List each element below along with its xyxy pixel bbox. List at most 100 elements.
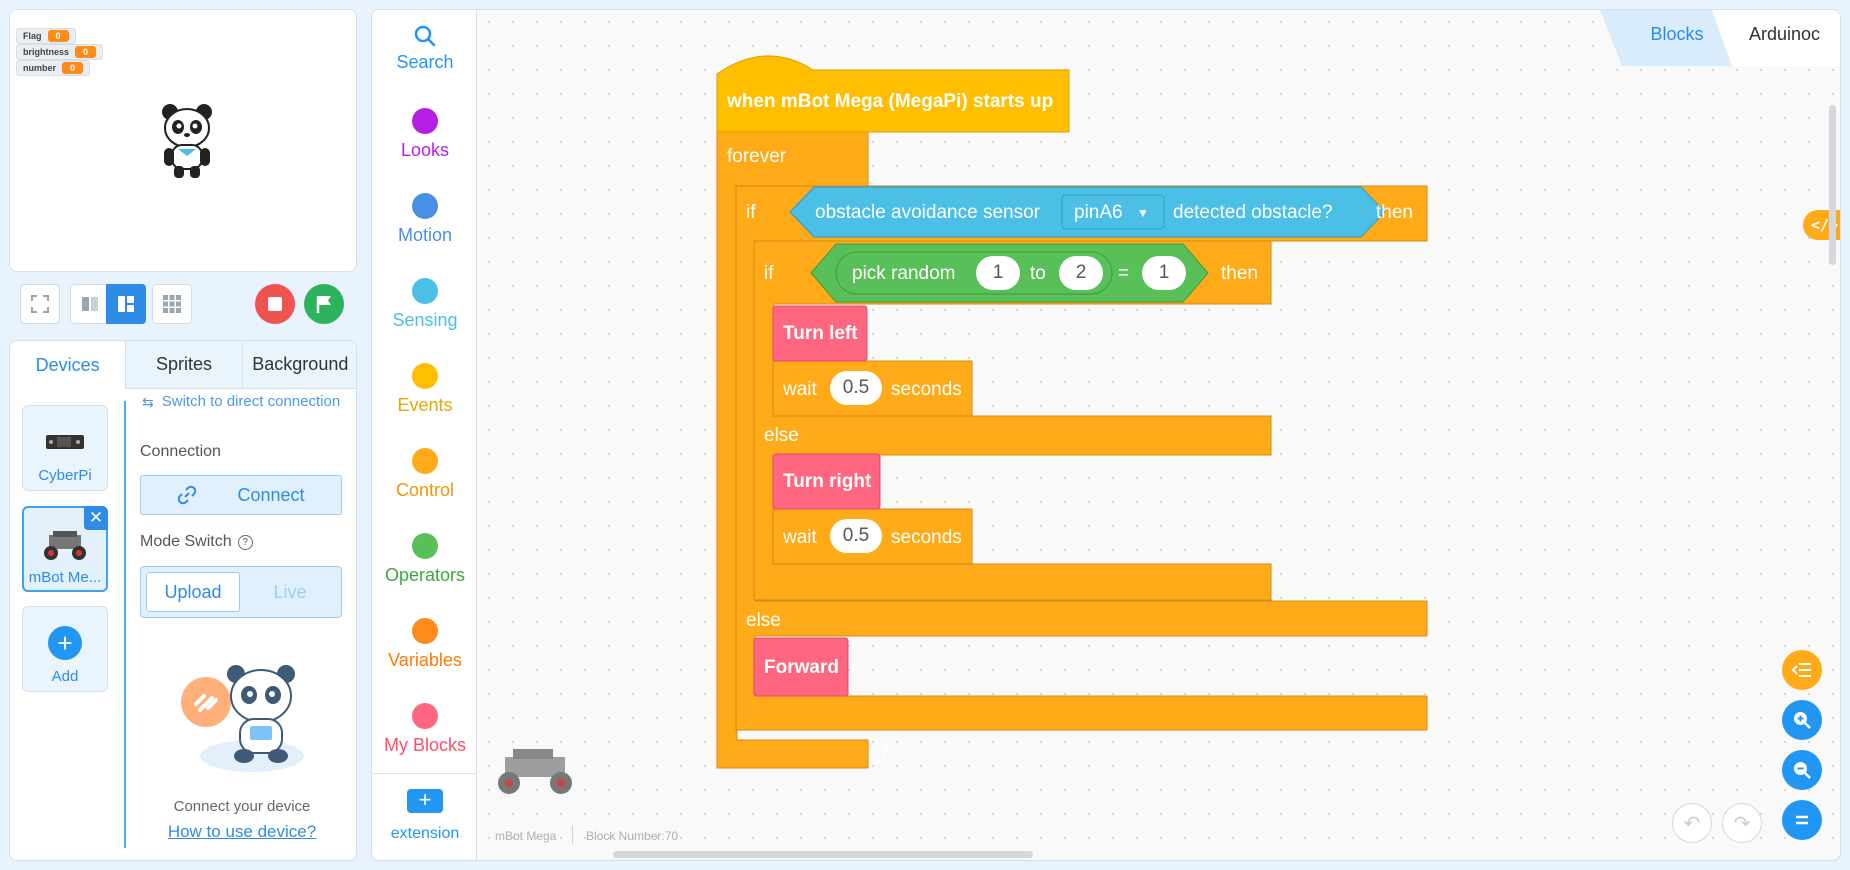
panda-sprite[interactable]	[160, 102, 216, 182]
tab-blocks[interactable]: Blocks	[1650, 24, 1704, 44]
if-else-outer-shape	[735, 185, 1428, 731]
device-card-cyberpi[interactable]: CyberPi	[22, 405, 108, 491]
small-stage-button[interactable]	[70, 284, 110, 324]
wait-label[interactable]: wait	[783, 527, 817, 548]
grid-icon	[163, 295, 181, 313]
zoom-reset-button[interactable]	[1782, 800, 1822, 840]
grid-layout-button[interactable]	[152, 284, 192, 324]
variable-value: 0	[62, 62, 84, 74]
add-icon: +	[48, 626, 82, 660]
switch-icon: ⇆	[142, 394, 154, 410]
link-icon	[178, 485, 197, 505]
tab-arduinoc[interactable]: Arduinoc	[1749, 24, 1821, 44]
dropdown-arrow-icon[interactable]: ▼	[1137, 206, 1149, 220]
mbot-mega-icon	[44, 531, 86, 560]
add-device-button[interactable]: + Add	[22, 606, 108, 692]
sensor-label[interactable]: obstacle avoidance sensor	[815, 202, 1040, 223]
category-events[interactable]: Events	[372, 363, 478, 416]
if-label-inner[interactable]: if	[764, 263, 774, 284]
category-control[interactable]: Control	[372, 448, 478, 501]
to-label: to	[1030, 263, 1046, 284]
fullscreen-icon	[31, 295, 49, 313]
connect-button[interactable]: Connect	[140, 475, 342, 515]
redo-button[interactable]: ↷	[1722, 803, 1762, 843]
device-name: CyberPi	[38, 467, 92, 484]
then-label: then	[1376, 202, 1413, 223]
fullscreen-button[interactable]	[20, 284, 60, 324]
mode-live-button[interactable]: Live	[273, 581, 307, 602]
tab-background[interactable]: Background	[241, 341, 356, 389]
category-motion[interactable]: Motion	[372, 193, 478, 246]
connect-hint: Connect your device	[173, 798, 311, 815]
random-from-input[interactable]: 1	[976, 256, 1020, 290]
category-label: Sensing	[392, 310, 458, 330]
zoom-out-icon	[1794, 762, 1811, 779]
mode-upload-button[interactable]: Upload	[146, 572, 240, 612]
view-tabs-bg	[1600, 10, 1840, 66]
variable-value: 0	[47, 30, 69, 42]
forward-shape	[753, 637, 849, 697]
undo-button[interactable]: ↶	[1672, 803, 1712, 843]
horizontal-scrollbar[interactable]	[613, 851, 1033, 858]
block-number-status: Block Number:70	[586, 829, 679, 843]
random-to-input[interactable]: 2	[1059, 256, 1103, 290]
collapse-panel-button[interactable]	[1782, 650, 1822, 690]
connect-label: Connect	[237, 484, 305, 505]
script-blocks-canvas	[716, 55, 1428, 769]
category-variables[interactable]: Variables	[372, 618, 478, 671]
wait-label[interactable]: wait	[783, 379, 817, 400]
cyberpi-icon	[46, 435, 84, 449]
normal-stage-icon	[118, 296, 134, 312]
pick-random-shape	[835, 251, 1113, 295]
device-name: mBot Me...	[28, 569, 102, 586]
device-card-mbot-mega[interactable]: ✕ mBot Me...	[22, 506, 108, 592]
search-icon	[414, 25, 436, 47]
panel-tabs: Devices Sprites Background	[10, 341, 356, 389]
small-stage-icon	[82, 297, 98, 311]
tab-sprites[interactable]: Sprites	[125, 341, 242, 389]
category-operators[interactable]: Operators	[372, 533, 478, 586]
forever-label[interactable]: forever	[727, 146, 787, 167]
green-flag-button[interactable]	[304, 284, 344, 324]
help-icon[interactable]: ?	[237, 534, 253, 550]
category-search[interactable]: Search	[372, 24, 478, 73]
turn-left-block[interactable]: Turn left	[783, 323, 858, 344]
category-label: Motion	[397, 225, 453, 245]
control-dot-icon	[412, 448, 438, 474]
extension-button[interactable]: + extension	[372, 789, 478, 843]
compare-value-input[interactable]: 1	[1142, 256, 1186, 290]
stop-button[interactable]	[255, 284, 295, 324]
zoom-in-icon	[1794, 712, 1811, 729]
vertical-scrollbar[interactable]	[1829, 105, 1836, 265]
detected-label: detected obstacle?	[1173, 202, 1333, 223]
category-sensing[interactable]: Sensing	[372, 278, 478, 331]
category-my-blocks[interactable]: My Blocks	[372, 703, 478, 756]
remove-device-icon[interactable]: ✕	[84, 506, 108, 530]
redo-icon: ↷	[1733, 812, 1751, 835]
scripts-workspace[interactable]: Blocks Arduinoc </> when mBot Meg	[477, 9, 1841, 861]
wait-seconds-input[interactable]: 0.5	[830, 371, 882, 405]
switch-direct-connection-link[interactable]: ⇆ Switch to direct connection	[142, 394, 342, 411]
wait-seconds-input[interactable]: 0.5	[830, 519, 882, 553]
tab-devices[interactable]: Devices	[10, 341, 126, 389]
pick-random-label[interactable]: pick random	[852, 263, 956, 284]
hat-label[interactable]: when mBot Mega (MegaPi) starts up	[727, 91, 1054, 112]
pin-dropdown[interactable]: pinA6	[1074, 202, 1123, 223]
connection-label: Connection	[140, 443, 221, 460]
zoom-in-button[interactable]	[1782, 700, 1822, 740]
extension-add-icon: +	[407, 789, 443, 813]
variables-dot-icon	[412, 618, 438, 644]
zoom-out-button[interactable]	[1782, 750, 1822, 790]
variable-name: number	[23, 63, 57, 73]
if-label[interactable]: if	[746, 202, 756, 223]
stage[interactable]: Flag 0 brightness 0 number 0	[9, 9, 357, 272]
my-blocks-dot-icon	[412, 703, 438, 729]
equals-label: =	[1118, 263, 1130, 284]
turn-right-block[interactable]: Turn right	[783, 471, 872, 492]
device-thumbnail-icon	[498, 749, 572, 794]
forward-block[interactable]: Forward	[764, 657, 839, 678]
category-label: Control	[395, 480, 455, 500]
category-looks[interactable]: Looks	[372, 108, 478, 161]
how-to-use-link[interactable]: How to use device?	[167, 822, 317, 841]
normal-stage-button[interactable]	[106, 284, 146, 324]
